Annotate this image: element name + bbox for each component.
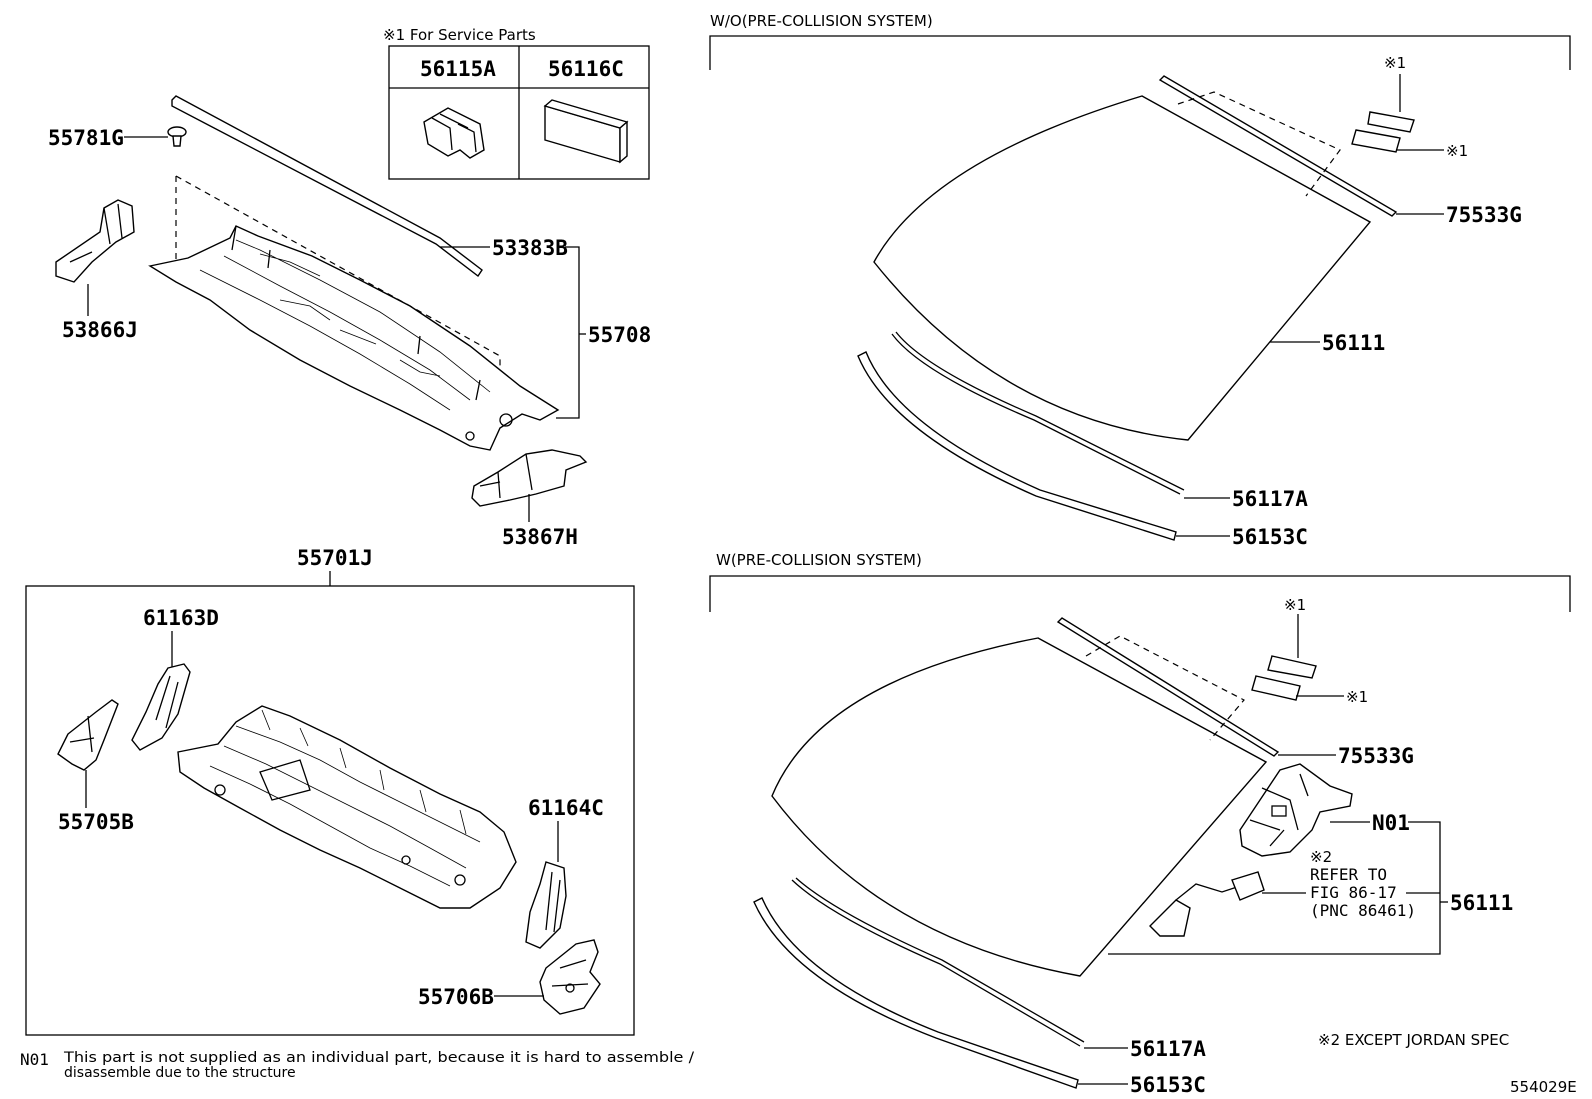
- label-55705B: 55705B: [58, 810, 134, 834]
- refer-to-line3: (PNC 86461): [1310, 901, 1416, 920]
- label-61164C: 61164C: [528, 796, 604, 820]
- label-55708: 55708: [588, 323, 651, 347]
- cowl-panel-55708-drawing: [148, 225, 560, 451]
- sensor-cable-drawing: [1149, 871, 1265, 937]
- refer-to-line1: REFER TO: [1310, 865, 1387, 884]
- cowl-top-group: 55781G 53383B 55708 53866J: [48, 95, 651, 549]
- bottom-label-N01: N01: [1372, 811, 1410, 835]
- label-53383B: 53383B: [492, 236, 568, 260]
- windshield-56111-top-drawing: [873, 95, 1372, 441]
- top-label-56117A: 56117A: [1232, 487, 1308, 511]
- footnote-n01-line2: disassemble due to the structure: [64, 1065, 296, 1081]
- clip-55781G-drawing: [167, 126, 187, 147]
- figure-id: 554029E: [1510, 1078, 1577, 1096]
- service-part-56116C-label: 56116C: [548, 57, 624, 81]
- molding-56117A-top-drawing: [891, 333, 1181, 495]
- top-label-75533G: 75533G: [1446, 203, 1522, 227]
- label-55701J: 55701J: [297, 546, 373, 570]
- cowl-box-55701J: 55701J 61163D 55705B 61164C: [25, 546, 635, 1036]
- bottom-label-56153C: 56153C: [1130, 1073, 1206, 1097]
- bottom-mark-1a: ※1: [1284, 596, 1306, 614]
- label-55706B: 55706B: [418, 985, 494, 1009]
- top-label-56153C: 56153C: [1232, 525, 1308, 549]
- molding-75533G-top-drawing: [1158, 75, 1398, 217]
- pad-56116C-drawing: [543, 99, 629, 164]
- service-tab-bottom-2-drawing: [1251, 675, 1301, 701]
- seal-53383B-drawing: [171, 95, 483, 278]
- bracket-61163D-drawing: [131, 663, 191, 751]
- service-part-56115A-label: 56115A: [420, 57, 496, 81]
- bracket-55705B-drawing: [57, 699, 119, 771]
- label-61163D: 61163D: [143, 606, 219, 630]
- bottom-label-56117A: 56117A: [1130, 1037, 1206, 1061]
- service-parts-header: ※1 For Service Parts: [383, 26, 536, 44]
- footnote-n01: N01 This part is not supplied as an indi…: [20, 1050, 694, 1081]
- windshield-56111-bottom-drawing: [771, 637, 1268, 977]
- cowl-body-drawing: [177, 705, 517, 909]
- section-wo-title: W/O(PRE-COLLISION SYSTEM): [710, 12, 933, 30]
- label-53867H: 53867H: [502, 525, 578, 549]
- bottom-mark-2: ※2: [1310, 848, 1332, 866]
- service-tab-top-2-drawing: [1351, 129, 1401, 153]
- footnote-except-jordan: ※2 EXCEPT JORDAN SPEC: [1318, 1031, 1509, 1049]
- bottom-label-75533G: 75533G: [1338, 744, 1414, 768]
- section-w-title: W(PRE-COLLISION SYSTEM): [716, 551, 922, 569]
- bottom-label-56111: 56111: [1450, 891, 1513, 915]
- service-parts-table: ※1 For Service Parts 56115A 56116C: [383, 26, 650, 180]
- seal-56153C-bottom-drawing: [753, 897, 1079, 1089]
- top-label-56111: 56111: [1322, 331, 1385, 355]
- bracket-61164C-drawing: [525, 861, 567, 949]
- footnote-n01-code: N01: [20, 1050, 49, 1069]
- refer-to-line2: FIG 86-17: [1310, 883, 1397, 902]
- bracket-53867H-drawing: [471, 449, 588, 507]
- section-wo-precollision: W/O(PRE-COLLISION SYSTEM) 56111 75533G ※…: [709, 12, 1571, 549]
- molding-56117A-bottom-drawing: [791, 879, 1081, 1047]
- molding-75533G-bottom-drawing: [1056, 617, 1280, 757]
- footnote-n01-line1: This part is not supplied as an individu…: [63, 1050, 694, 1066]
- top-mark-1a: ※1: [1384, 54, 1406, 72]
- seal-56153C-top-drawing: [857, 351, 1177, 541]
- label-55781G: 55781G: [48, 126, 124, 150]
- camera-bracket-n01-drawing: [1239, 763, 1353, 857]
- bottom-mark-1b: ※1: [1346, 688, 1368, 706]
- clip-56115A-drawing: [423, 107, 485, 159]
- section-w-precollision: W(PRE-COLLISION SYSTEM) 75533G ※1 ※1 N01: [709, 551, 1577, 1097]
- label-53866J: 53866J: [62, 318, 138, 342]
- bracket-55706B-drawing: [539, 939, 601, 1015]
- service-tab-bottom-1-drawing: [1267, 655, 1317, 679]
- top-mark-1b: ※1: [1446, 142, 1468, 160]
- service-tab-top-1-drawing: [1367, 111, 1415, 133]
- bracket-53866J-drawing: [55, 199, 135, 283]
